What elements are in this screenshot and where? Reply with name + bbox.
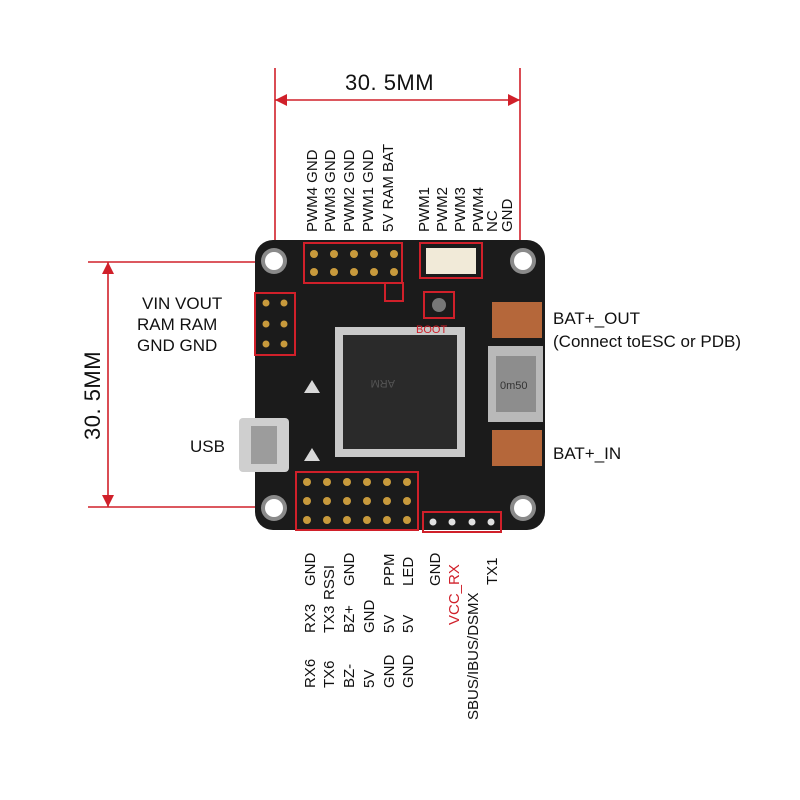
bottom-mid-2: TX3 (321, 605, 338, 633)
bottom-top-3: GND (341, 552, 358, 586)
bottom-bot-6: GND (400, 654, 417, 688)
vin-vout-label: VIN VOUT (142, 294, 223, 313)
bottom-top-4: PPM (381, 553, 398, 586)
gnd-gnd-label: GND GND (137, 336, 218, 355)
bat-out-pad (492, 302, 542, 338)
bottom-mid-4: GND (361, 599, 378, 633)
mcu-chip: ARM (335, 327, 465, 457)
inductor-label: 0m50 (500, 380, 528, 392)
bottom-top-2: RSSI (321, 564, 338, 600)
top-label-5: 5V RAM BAT (380, 143, 397, 232)
dimension-horizontal: 30. 5MM (345, 70, 435, 95)
bottom-bot-3: BZ- (341, 663, 358, 688)
svg-text:ARM: ARM (371, 377, 395, 389)
vtx-pads-box (254, 292, 296, 356)
bottom-bot-2: TX6 (321, 660, 338, 688)
header-rx-box (422, 511, 502, 533)
connector-motor-box (419, 242, 483, 279)
top-right-label-6: GND (499, 198, 516, 232)
rx-label-vcc: VCC_RX (446, 564, 463, 625)
boot-label: BOOT (416, 324, 448, 336)
bottom-mid-6: 5V (400, 614, 417, 633)
top-label-3: PWM2 GND (341, 149, 358, 233)
bottom-mid-5: 5V (381, 614, 398, 633)
bottom-mid-1: RX3 (302, 603, 319, 633)
boot-button-box (423, 291, 455, 319)
header-uart-box (295, 471, 419, 531)
bat-out-note: (Connect toESC or PDB) (553, 332, 742, 351)
bottom-bot-5: GND (381, 654, 398, 688)
top-right-label-3: PWM3 (452, 187, 469, 232)
rx-label-gnd: GND (427, 552, 444, 586)
top-label-4: PWM1 GND (360, 149, 377, 233)
bat-out-label: BAT+_OUT (553, 309, 641, 328)
bottom-top-5: LED (400, 556, 417, 586)
top-right-label-2: PWM2 (434, 187, 451, 232)
ram-ram-label: RAM RAM (137, 315, 218, 334)
bottom-top-1: GND (302, 552, 319, 586)
rx-label-tx1: TX1 (484, 557, 501, 585)
dimension-vertical: 30. 5MM (80, 350, 105, 440)
header-pwm-box (303, 242, 403, 284)
top-label-2: PWM3 GND (322, 149, 339, 233)
bat-in-label: BAT+_IN (553, 444, 622, 463)
header-pwm-pins (310, 250, 398, 276)
top-label-1: PWM4 GND (304, 149, 321, 233)
rx-label-sbus: SBUS/IBUS/DSMX (465, 592, 482, 720)
dimension-lines (88, 68, 521, 508)
dimension-arrows (102, 94, 520, 507)
mounting-holes (261, 248, 536, 521)
bottom-bot-1: RX6 (302, 658, 319, 688)
top-right-label-1: PWM1 (416, 187, 433, 232)
usb-label: USB (190, 437, 225, 456)
bat-in-pad (492, 430, 542, 466)
bottom-bot-4: 5V (361, 669, 378, 688)
bottom-mid-3: BZ+ (341, 605, 358, 633)
